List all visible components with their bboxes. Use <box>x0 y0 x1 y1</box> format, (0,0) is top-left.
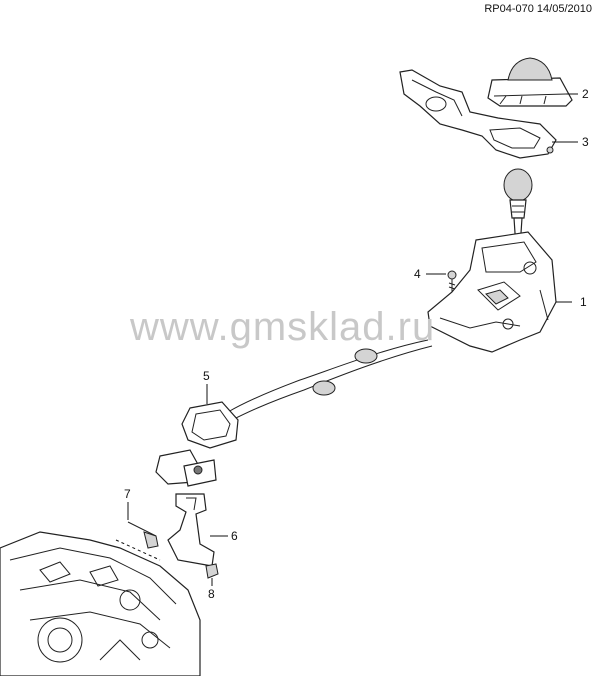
callout-4: 4 <box>414 267 421 281</box>
callout-6: 6 <box>231 529 238 543</box>
callout-5: 5 <box>203 369 210 383</box>
part-6-cable-bracket <box>167 493 215 567</box>
watermark: www.gmsklad.ru <box>130 305 436 349</box>
callout-1: 1 <box>580 295 587 309</box>
callout-3: 3 <box>582 135 589 149</box>
part-5-shift-cables <box>155 339 433 487</box>
part-7-stud-bolt <box>127 521 159 549</box>
group-bracket <box>115 539 161 561</box>
diagram-reference: RP04-070 14/05/2010 <box>484 3 592 15</box>
part-2-shift-boot <box>487 57 573 107</box>
part-4-screw <box>447 270 457 292</box>
callout-8: 8 <box>208 587 215 601</box>
transmission-housing <box>0 531 201 676</box>
callout-2: 2 <box>582 87 589 101</box>
part-8-nut <box>205 563 219 579</box>
callout-7: 7 <box>124 487 131 501</box>
part-3-console-trim <box>399 69 557 159</box>
part-1-gear-shifter-assembly <box>427 168 557 353</box>
